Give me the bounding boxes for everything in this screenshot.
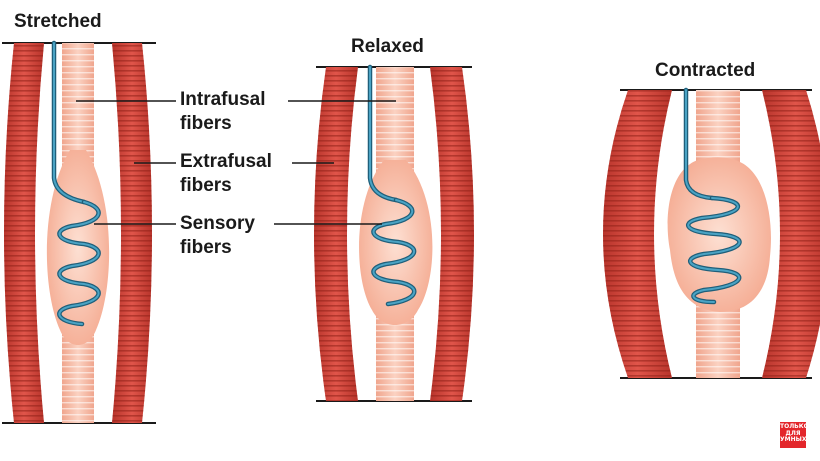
contracted-title: Contracted <box>655 60 756 81</box>
spindle-capsule <box>46 150 110 345</box>
sensory-fibers-label: Sensory fibers <box>180 213 255 258</box>
stretched-spindle <box>2 40 156 424</box>
contracted-spindle <box>603 87 820 379</box>
extrafusal-fibers-label: Extrafusal fibers <box>180 151 272 196</box>
relaxed-spindle <box>314 64 474 402</box>
relaxed-title: Relaxed <box>351 36 424 57</box>
intrafusal-fibers-label: Intrafusal fibers <box>180 89 266 134</box>
stretched-title: Stretched <box>14 11 102 32</box>
channel-logo-watermark: ТОЛЬКО ДЛЯ УМНЫХ <box>780 422 809 448</box>
